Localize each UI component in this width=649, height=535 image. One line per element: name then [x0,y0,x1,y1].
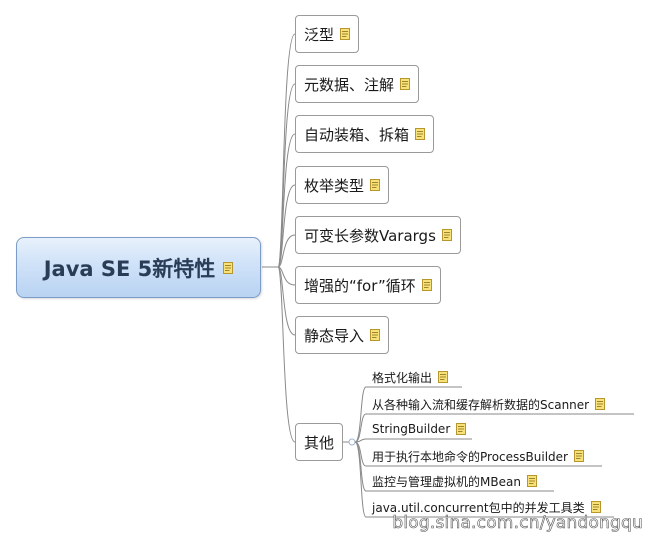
connector-subtopic-1 [354,413,634,443]
note-icon[interactable] [421,279,432,291]
connector-topic-6 [277,266,296,336]
topic-enhanced-for[interactable]: 增强的“for”循环 [295,266,441,304]
root-topic-label: Java SE 5新特性 [43,256,216,281]
subtopic-scanner[interactable]: 从各种输入流和缓存解析数据的Scanner [372,394,606,414]
subtopic-label: 格式化输出 [372,370,433,385]
topic-label: 枚举类型 [304,176,365,195]
subtopic-processbuilder[interactable]: 用于执行本地命令的ProcessBuilder [372,446,584,466]
topic-label: 泛型 [304,25,335,44]
note-icon[interactable] [415,128,426,140]
subtopic-label: 从各种输入流和缓存解析数据的Scanner [372,397,590,412]
subtopic-label: 监控与管理虚拟机的MBean [372,474,521,489]
note-icon[interactable] [526,475,537,487]
collapse-toggle-icon[interactable] [348,438,356,446]
root-topic[interactable]: Java SE 5新特性 [16,237,261,298]
note-icon[interactable] [438,371,449,383]
subtopic-concurrent[interactable]: java.util.concurrent包中的并发工具类 [372,497,601,517]
subtopic-label: java.util.concurrent包中的并发工具类 [372,500,585,515]
note-icon[interactable] [595,398,606,410]
topic-generics[interactable]: 泛型 [295,15,360,53]
note-icon[interactable] [340,28,351,40]
connector-subtopic-5 [354,441,614,518]
connector-subtopic-2 [354,438,472,443]
subtopic-label: 用于执行本地命令的ProcessBuilder [372,449,568,464]
topic-label: 可变长参数Varargs [304,226,436,245]
note-icon[interactable] [370,329,381,341]
topic-label: 静态导入 [304,326,365,345]
topic-metadata-annotations[interactable]: 元数据、注解 [295,65,420,103]
subtopic-label: StringBuilder [372,422,451,436]
topic-other[interactable]: 其他 [295,423,344,461]
note-icon[interactable] [573,450,584,462]
subtopic-stringbuilder[interactable]: StringBuilder [372,419,467,439]
topic-label: 自动装箱、拆箱 [304,125,410,144]
watermark: blog.sina.com.cn/yandongqu [392,513,643,534]
topic-label: 元数据、注解 [304,75,395,94]
subtopic-mbean[interactable]: 监控与管理虚拟机的MBean [372,471,537,491]
note-icon[interactable] [223,261,234,274]
subtopic-formatted-output[interactable]: 格式化输出 [372,367,449,387]
topic-label: 增强的“for”循环 [304,276,416,295]
topic-autoboxing[interactable]: 自动装箱、拆箱 [295,115,435,153]
topic-static-import[interactable]: 静态导入 [295,316,390,354]
topic-enum[interactable]: 枚举类型 [295,166,390,204]
connector-topic-7 [277,266,296,443]
note-icon[interactable] [370,179,381,191]
connector-topic-4 [277,234,296,268]
topic-varargs[interactable]: 可变长参数Varargs [295,216,461,254]
note-icon[interactable] [441,229,452,241]
note-icon[interactable] [456,423,467,435]
note-icon[interactable] [590,501,601,513]
connector-topic-0 [277,33,296,268]
connector-topic-3 [277,184,296,268]
note-icon[interactable] [400,78,411,90]
topic-label: 其他 [304,433,335,452]
